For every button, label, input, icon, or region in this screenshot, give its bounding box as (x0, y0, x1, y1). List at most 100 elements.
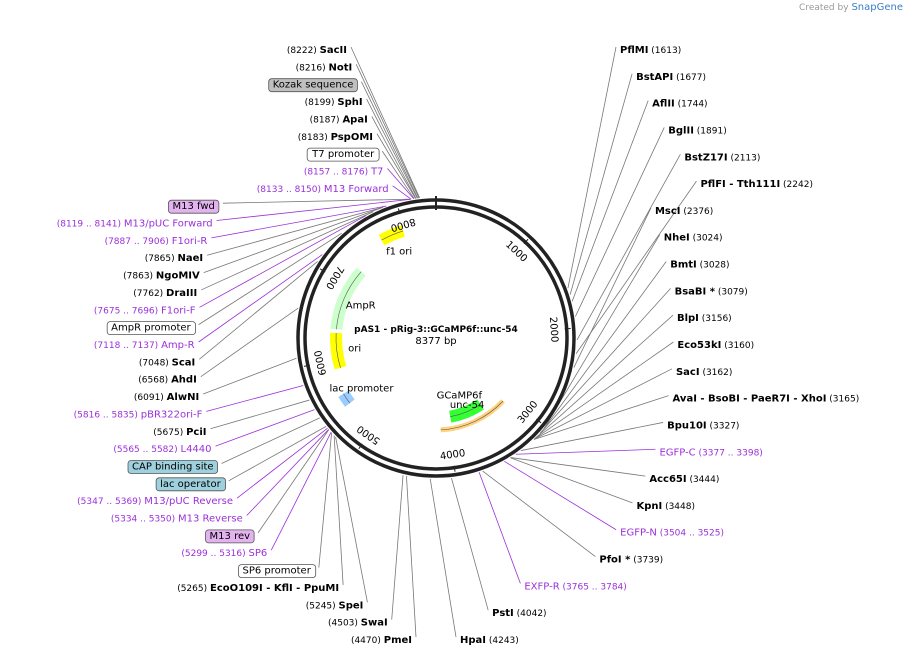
enzyme-pos: (3160) (721, 341, 754, 351)
enzyme-pos: (3162) (700, 367, 733, 377)
leader-pri-8 (236, 427, 328, 499)
leader-pri-5 (198, 254, 323, 343)
enzyme-pflmi: PflMI (1613) (620, 45, 681, 56)
enzyme-pos: (6091) (134, 393, 167, 403)
leader-enz-32 (575, 127, 665, 317)
enzyme-pos: (4243) (486, 636, 519, 646)
feature-label-f1-ori: f1 ori (386, 247, 412, 258)
enzyme-pos: (7048) (139, 358, 172, 368)
feature-box-m13-rev (205, 529, 255, 544)
enzyme-name: AlwNI (167, 392, 200, 403)
leader-enz-1 (355, 64, 420, 199)
leader-pri-0 (387, 168, 415, 200)
enzyme-name: ScaI (172, 357, 196, 368)
enzyme-pos: (8187) (310, 115, 343, 125)
enzyme-pos: (8199) (305, 98, 338, 108)
primer-name: F1ori-F (161, 305, 196, 316)
feature-outline-lac-promoter (343, 393, 351, 404)
enzyme-pos: (7865) (145, 254, 178, 264)
primer-m13-puc-reverse: (5347 .. 5369) M13/pUC Reverse (77, 496, 233, 507)
leader-enz-13 (335, 436, 368, 603)
tick-8000 (397, 208, 401, 215)
enzyme-pos: (3079) (715, 287, 748, 297)
leader-box-7 (318, 432, 333, 568)
enzyme-pos: (1744) (675, 99, 708, 109)
enzyme-name: KpnI (636, 501, 662, 512)
enzyme-name: PmeI (384, 635, 412, 646)
enzyme-eco53ki: Eco53kI (3160) (677, 340, 754, 351)
feature-box-label-m13-rev: M13 rev (210, 531, 251, 542)
tick-1000 (523, 238, 529, 244)
primer-amp-r: (7118 .. 7137) Amp-R (94, 340, 195, 351)
leader-pri-12 (504, 460, 617, 531)
enzyme-pos: (3165) (826, 394, 859, 404)
enzyme-ecoo109i-kfli-ppumi: (5265) EcoO109I - KflI - PpuMI (177, 583, 339, 594)
leader-pri-1 (392, 185, 412, 200)
enzyme-name: PspOMI (331, 132, 373, 143)
leader-enz-35 (567, 46, 617, 289)
enzyme-aflii: AflII (1744) (652, 99, 707, 110)
leader-pri-13 (478, 472, 521, 584)
enzyme-bstapi: BstAPI (1677) (636, 72, 706, 83)
primer-m13-forward: (8133 .. 8150) M13 Forward (257, 184, 389, 195)
enzyme-name: BmtI (670, 260, 697, 271)
leader-pri-2 (216, 199, 411, 221)
enzyme-name: BstZ17I (684, 152, 727, 163)
feature-label-ori: ori (348, 343, 361, 354)
enzyme-msci: MscI (2376) (655, 206, 713, 217)
leader-enz-20 (510, 457, 646, 477)
primer-f1ori-f: (7675 .. 7696) F1ori-F (94, 305, 196, 316)
feature-box-label-t7-promoter: T7 promoter (311, 149, 375, 160)
leader-enz-2 (366, 98, 418, 199)
primer-pos: (3765 .. 3784) (560, 582, 627, 592)
feature-outline-gcamp6f (450, 404, 481, 418)
enzyme-draiii: (7762) DraIII (133, 288, 197, 299)
leader-enz-34 (569, 73, 633, 295)
leader-enz-4 (376, 133, 416, 199)
enzyme-name: DraIII (166, 288, 197, 299)
primer-pos: (7118 .. 7137) (94, 341, 161, 351)
primer-t7: (8157 .. 8176) T7 (304, 166, 384, 177)
leader-box-1 (381, 150, 415, 199)
enzyme-apai: (8187) ApaI (310, 114, 368, 125)
enzyme-acc65i: Acc65I (3444) (649, 474, 719, 485)
feature-box-lac-operator (155, 477, 226, 492)
primer-name: EGFP-C (659, 447, 695, 458)
primer-pos: (7887 .. 7906) (105, 236, 172, 246)
enzyme-pos: (5245) (306, 601, 339, 611)
enzyme-pos: (8216) (296, 63, 329, 73)
leader-pri-6 (206, 385, 304, 412)
plasmid-length: 8377 bp (415, 336, 456, 347)
enzyme-name: Acc65I (649, 474, 686, 485)
primer-f1ori-r: (7887 .. 7906) F1ori-R (105, 236, 208, 247)
leader-pri-10 (270, 432, 332, 551)
enzyme-name: NaeI (177, 253, 203, 264)
feature-label-lac-promoter: lac promoter (329, 383, 394, 394)
feature-box-label-lac-operator: lac operator (160, 479, 221, 490)
enzyme-sacii: (8222) SacII (287, 45, 347, 56)
enzyme-pos: (7863) (123, 271, 156, 281)
enzyme-name: PciI (186, 427, 206, 438)
tick-label-2000: 2000 (547, 317, 560, 343)
enzyme-scai: (7048) ScaI (139, 357, 195, 368)
primer-pos: (5816 .. 5835) (74, 410, 141, 420)
tick-label-6000: 6000 (313, 349, 329, 376)
enzyme-name: PstI (492, 608, 514, 619)
leader-enz-7 (201, 211, 374, 291)
primer-egfp-c: EGFP-C (3377 .. 3398) (659, 447, 762, 458)
enzyme-bpu10i: Bpu10I (3327) (667, 420, 739, 431)
primer-name: F1ori-R (172, 236, 208, 247)
leader-enz-30 (575, 180, 697, 354)
enzyme-name: BglII (668, 125, 694, 136)
primer-pos: (5565 .. 5582) (113, 445, 180, 455)
feature-box-m13-fwd (168, 199, 220, 214)
enzyme-pos: (3156) (699, 314, 732, 324)
enzyme-name: SphI (337, 97, 362, 108)
leader-enz-23 (533, 368, 673, 440)
enzyme-name: BsaBI * (675, 286, 716, 297)
enzyme-spei: (5245) SpeI (306, 600, 364, 611)
primer-name: M13/pUC Reverse (144, 496, 233, 507)
enzyme-pos: (1613) (648, 46, 681, 56)
primer-pos: (8157 .. 8176) (304, 167, 371, 177)
enzyme-name: PfoI * (599, 555, 631, 566)
